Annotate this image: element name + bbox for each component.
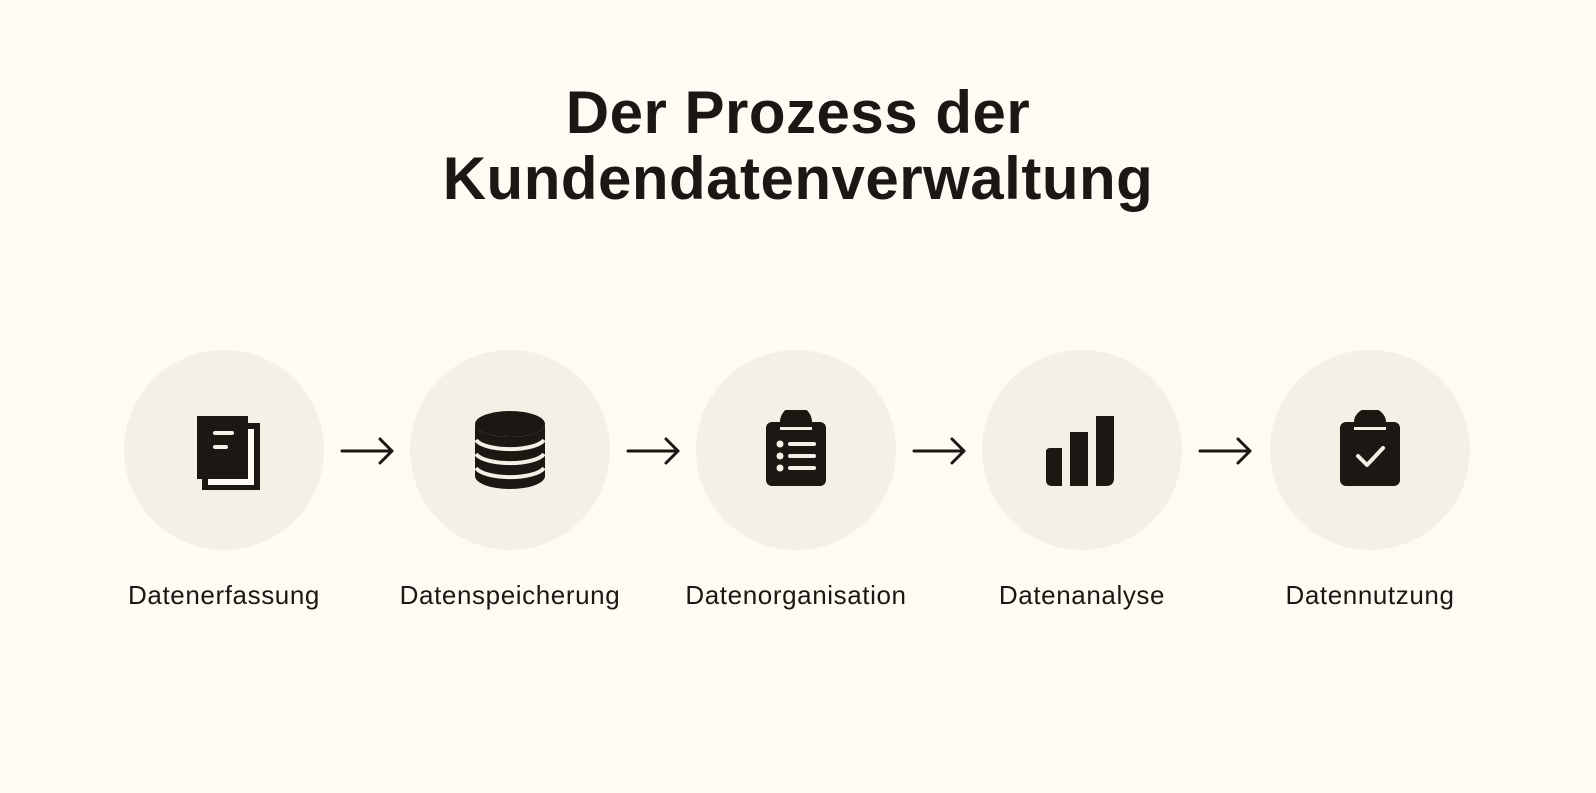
step-label: Datenorganisation xyxy=(685,580,907,610)
clipboard-list-icon xyxy=(766,410,826,486)
arrow-right-icon xyxy=(626,437,680,465)
page-title: Der Prozess der Kundendatenverwaltung xyxy=(0,80,1596,212)
title-line-2: Kundendatenverwaltung xyxy=(442,145,1154,212)
step-data-storage: Datenspeicherung xyxy=(360,350,660,611)
step-label: Datenanalyse xyxy=(998,580,1166,610)
step-circle xyxy=(124,350,324,550)
documents-icon xyxy=(197,416,260,490)
database-icon xyxy=(474,411,546,489)
arrow-right-icon xyxy=(1198,437,1252,465)
step-label: Datenerfassung xyxy=(128,580,320,610)
step-data-organisation: Datenorganisation xyxy=(646,350,946,611)
title-line-1: Der Prozess der xyxy=(565,79,1031,146)
step-circle xyxy=(982,350,1182,550)
clipboard-check-icon xyxy=(1340,410,1400,486)
step-data-usage: Datennutzung xyxy=(1220,350,1520,611)
step-data-collection: Datenerfassung xyxy=(74,350,374,611)
step-circle xyxy=(1270,350,1470,550)
step-circle xyxy=(410,350,610,550)
step-label: Datennutzung xyxy=(1285,580,1455,610)
step-data-analysis: Datenanalyse xyxy=(932,350,1232,611)
step-label: Datenspeicherung xyxy=(399,580,621,610)
arrow-right-icon xyxy=(912,437,966,465)
bar-chart-icon xyxy=(1046,416,1114,486)
arrow-right-icon xyxy=(340,437,394,465)
step-circle xyxy=(696,350,896,550)
